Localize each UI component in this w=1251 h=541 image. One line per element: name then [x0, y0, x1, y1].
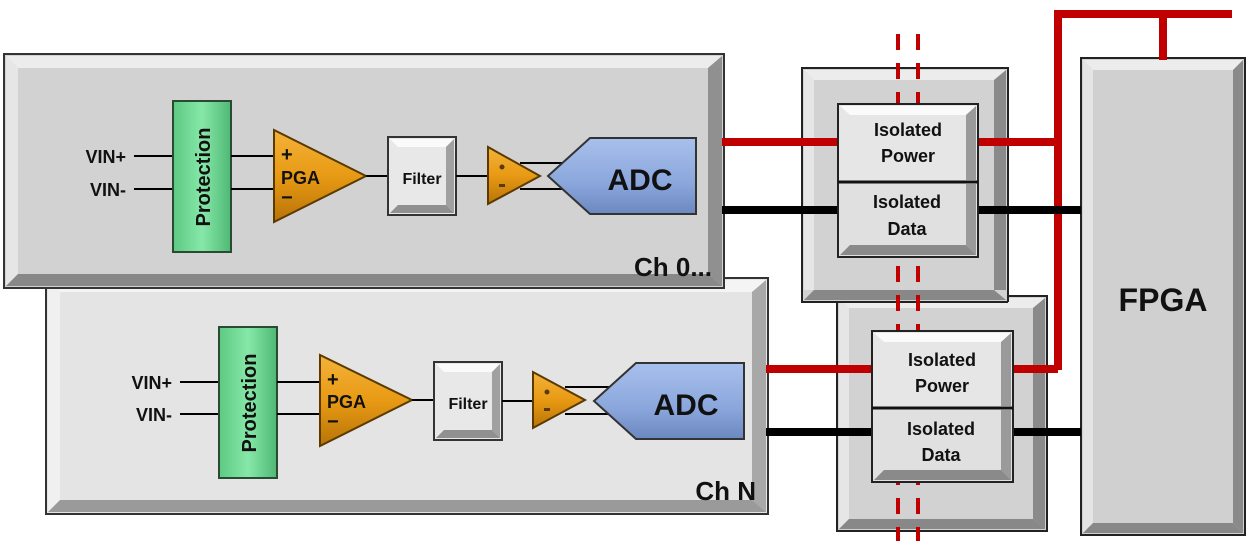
isolated-data-label: Data: [921, 445, 961, 465]
pga-minus-sign: −: [281, 187, 293, 209]
isolated-data-block-2: Isolated Data: [871, 407, 1014, 483]
adc-block: ADC: [546, 137, 697, 215]
isolator-1-bottom-edge: [801, 290, 1009, 303]
pga-label: PGA: [327, 392, 366, 412]
pga-minus-sign: −: [327, 411, 339, 433]
isolated-data-label: Isolated: [907, 419, 975, 439]
channel-0-name: Ch 0...: [634, 252, 712, 282]
filter-block: Filter: [433, 361, 503, 441]
filter-block: Filter: [387, 136, 457, 216]
adc-driver-amplifier: [487, 145, 543, 206]
fpga-block: FPGA: [1080, 57, 1246, 536]
protection-block: Protection: [172, 100, 232, 253]
protection-label: Protection: [239, 354, 261, 453]
isolated-data-label: Data: [887, 219, 927, 239]
pga-amplifier: + PGA −: [273, 128, 369, 224]
isolated-data-block-1: Isolated Data: [837, 181, 979, 258]
pga-plus-sign: +: [327, 369, 339, 391]
data-bus: [722, 206, 1081, 436]
pga-amplifier: + PGA −: [319, 353, 415, 448]
adc-block: ADC: [592, 362, 745, 440]
isolated-power-block-1: Isolated Power: [837, 103, 979, 183]
filter-label: Filter: [448, 396, 487, 413]
isolated-power-label: Power: [915, 376, 969, 396]
isolated-power-block-2: Isolated Power: [871, 330, 1014, 409]
power-bus: [722, 10, 1232, 373]
protection-label: Protection: [193, 128, 215, 227]
vin-minus-label: VIN-: [90, 180, 126, 200]
isolated-power-label: Power: [881, 146, 935, 166]
vin-minus-label: VIN-: [136, 405, 172, 425]
vin-plus-label: VIN+: [131, 373, 172, 393]
isolated-power-label: Isolated: [874, 120, 942, 140]
adc-label: ADC: [608, 164, 673, 197]
adc-driver-amplifier: [532, 370, 588, 430]
fpga-label: FPGA: [1119, 282, 1208, 318]
adc-label: ADC: [654, 389, 719, 422]
filter-label: Filter: [402, 171, 441, 188]
isolated-data-label: Isolated: [873, 192, 941, 212]
channel-n-signal-chain: VIN+ VIN- Protection + PGA − Filter: [131, 326, 756, 506]
vin-plus-label: VIN+: [85, 147, 126, 167]
isolated-power-label: Isolated: [908, 350, 976, 370]
pga-plus-sign: +: [281, 144, 293, 166]
pga-label: PGA: [281, 168, 320, 188]
channel-n-name: Ch N: [695, 476, 756, 506]
protection-block: Protection: [218, 326, 278, 479]
channel-0-signal-chain: VIN+ VIN- Protection + PGA − Filter: [85, 100, 712, 282]
